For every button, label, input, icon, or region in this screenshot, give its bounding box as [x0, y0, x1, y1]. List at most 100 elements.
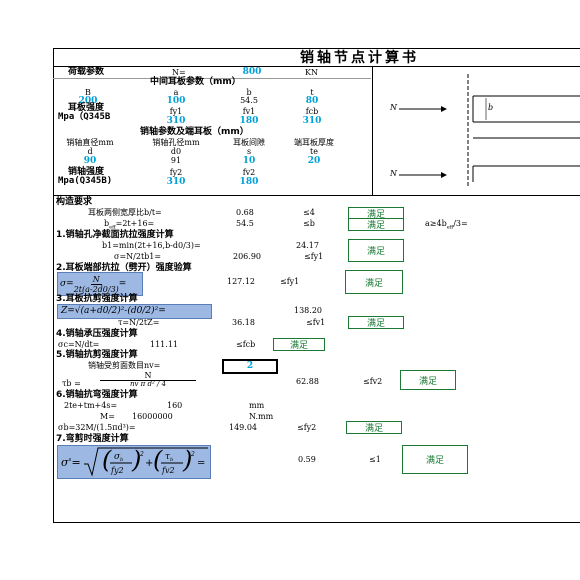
pin-val-te[interactable]: 20	[307, 156, 321, 166]
s6-unit2: N.mm	[249, 412, 274, 421]
pin-val-s[interactable]: 10	[242, 156, 256, 166]
s6-val2: 16000000	[132, 412, 173, 421]
svg-text:fv2: fv2	[161, 466, 175, 475]
s6-val3: 149.04	[229, 423, 257, 432]
construct-row2-b: b	[104, 219, 110, 228]
s6-line3: σb=32M/(1.5πd³)=	[58, 423, 136, 432]
load-label: 荷载参数	[68, 67, 105, 77]
s3-ok: 满足	[348, 316, 404, 329]
plate-val-fy1[interactable]: 310	[166, 116, 186, 126]
s7-cmp: ≤1	[369, 455, 381, 464]
construct-row1-label: 耳板两侧宽厚比b/t=	[88, 208, 162, 217]
plate-col-fcb: fcb	[305, 107, 319, 116]
s6-unit1: mm	[249, 401, 265, 410]
pin-strength-unit: Mpa(Q345B)	[58, 176, 113, 186]
s4-ok: 满足	[273, 338, 325, 351]
load-value[interactable]: 800	[242, 67, 262, 77]
plate-strength-label: 耳板强度	[68, 103, 105, 113]
svg-text:σ'=: σ'=	[61, 456, 81, 469]
page-title: 销轴节点计算书	[300, 50, 419, 66]
pin-col-te: 端耳板厚度	[294, 138, 334, 147]
pin-sym-s: s	[246, 147, 252, 156]
diagram-label-n1: N	[390, 103, 397, 112]
construct-side-note-main: a≥4b	[425, 219, 447, 228]
mid-col-t: t	[310, 88, 314, 97]
mid-val-t[interactable]: 80	[305, 96, 319, 106]
pin-val-fy2[interactable]: 310	[166, 177, 186, 187]
svg-text:(: (	[153, 446, 163, 474]
s3-cmp: ≤fv1	[306, 318, 326, 327]
svg-text:+: +	[145, 458, 153, 469]
construct-row2-cmp: ≤b	[303, 219, 315, 228]
plate-strength-unit: Mpa（Q345B	[58, 112, 111, 122]
s4-header: 4.销轴承压强度计算	[56, 329, 138, 339]
construct-ok-2: 满足	[348, 218, 404, 231]
construct-row2-expr: =2t+16=	[115, 219, 155, 228]
svg-text:=: =	[197, 458, 205, 469]
pin-col-fv2: fv2	[242, 168, 256, 177]
construct-row1-cmp: ≤4	[303, 208, 315, 217]
svg-text:τ: τ	[165, 452, 171, 462]
pin-val-d[interactable]: 90	[83, 156, 97, 166]
s5-line1: 销轴受剪面数目nv=	[88, 361, 161, 370]
s5-header: 5.销轴抗剪强度计算	[56, 350, 138, 360]
svg-text:(: (	[102, 446, 112, 474]
construct-row1-val: 0.68	[236, 208, 254, 217]
pin-sym-te: te	[310, 147, 318, 156]
s1-val2: 206.90	[233, 252, 261, 261]
svg-text:σ: σ	[114, 452, 121, 462]
s4-val1: 111.11	[150, 340, 178, 349]
header-bottom-rule	[53, 195, 580, 196]
s7-header: 7.弯剪时强度计算	[56, 434, 129, 444]
s5-nv-input[interactable]: 2	[222, 359, 278, 374]
svg-text:): )	[182, 446, 192, 474]
pin-val-fv2[interactable]: 180	[239, 177, 259, 187]
construct-row2-val: 54.5	[236, 219, 254, 228]
svg-text:2: 2	[139, 451, 144, 458]
mid-col-B: B	[85, 88, 91, 97]
mid-val-B[interactable]: 200	[78, 96, 98, 106]
mid-val-b: 54.5	[240, 96, 258, 105]
s5-fraction: N nv π d² / 4	[100, 372, 196, 388]
s1-line1: b1=min(2t+16,b-d0/3)=	[102, 241, 201, 250]
s3-formula: Z=√(a+d0/2)²-(d0/2)²=	[57, 304, 212, 319]
load-unit: KN	[305, 68, 318, 77]
svg-text:2: 2	[190, 451, 195, 458]
s1-header: 1.销轴孔净截面抗拉强度计算	[56, 230, 174, 240]
plate-val-fcb[interactable]: 310	[302, 116, 322, 126]
pin-sym-d: d	[87, 147, 93, 156]
s2-val: 127.12	[227, 277, 255, 286]
s1-cmp: ≤fy1	[304, 252, 324, 261]
construct-side-note: a≥4beff/3=	[425, 219, 468, 231]
s5-line2: τb =	[62, 379, 81, 388]
s2-header: 2.耳板端部抗拉（劈开）强度验算	[56, 263, 192, 273]
s7-ok: 满足	[402, 445, 468, 474]
plate-col-fy1: fy1	[169, 107, 183, 116]
s5-val2: 62.88	[296, 377, 319, 386]
load-symbol: N=	[172, 68, 186, 77]
left-border	[53, 48, 54, 523]
pin-strength-label: 销轴强度	[68, 167, 105, 177]
s2-num: N	[90, 274, 102, 285]
s6-ok: 满足	[346, 421, 402, 434]
s4-line1: σc=N/dt=	[58, 340, 100, 349]
mid-plate-header: 中间耳板参数（mm）	[150, 77, 241, 87]
s3-val2: 36.18	[232, 318, 255, 327]
plate-val-fv1[interactable]: 180	[239, 116, 259, 126]
s3-header: 3.耳板抗剪强度计算	[56, 294, 138, 304]
construct-row2-label: beff=2t+16=	[104, 219, 155, 231]
mid-col-b: b	[246, 88, 252, 97]
mid-col-a: a	[173, 88, 179, 97]
pin-header: 销轴参数及端耳板（mm）	[140, 127, 249, 137]
s5-den: nv π d² / 4	[129, 380, 167, 388]
pin-col-d: 销轴直径mm	[66, 138, 114, 147]
s7-formula: σ'= ( σ b fy2 ) 2 + ( τ b fv2 ) 2 =	[57, 445, 211, 479]
s7-val: 0.59	[298, 455, 316, 464]
s2-den: 2t(a-2d0/3)	[73, 284, 119, 294]
mid-val-a[interactable]: 100	[166, 96, 186, 106]
s6-cmp: ≤fy2	[297, 423, 317, 432]
diagram-label-n2: N	[390, 169, 397, 178]
s1-val1: 24.17	[296, 241, 319, 250]
s5-cmp: ≤fv2	[363, 377, 383, 386]
